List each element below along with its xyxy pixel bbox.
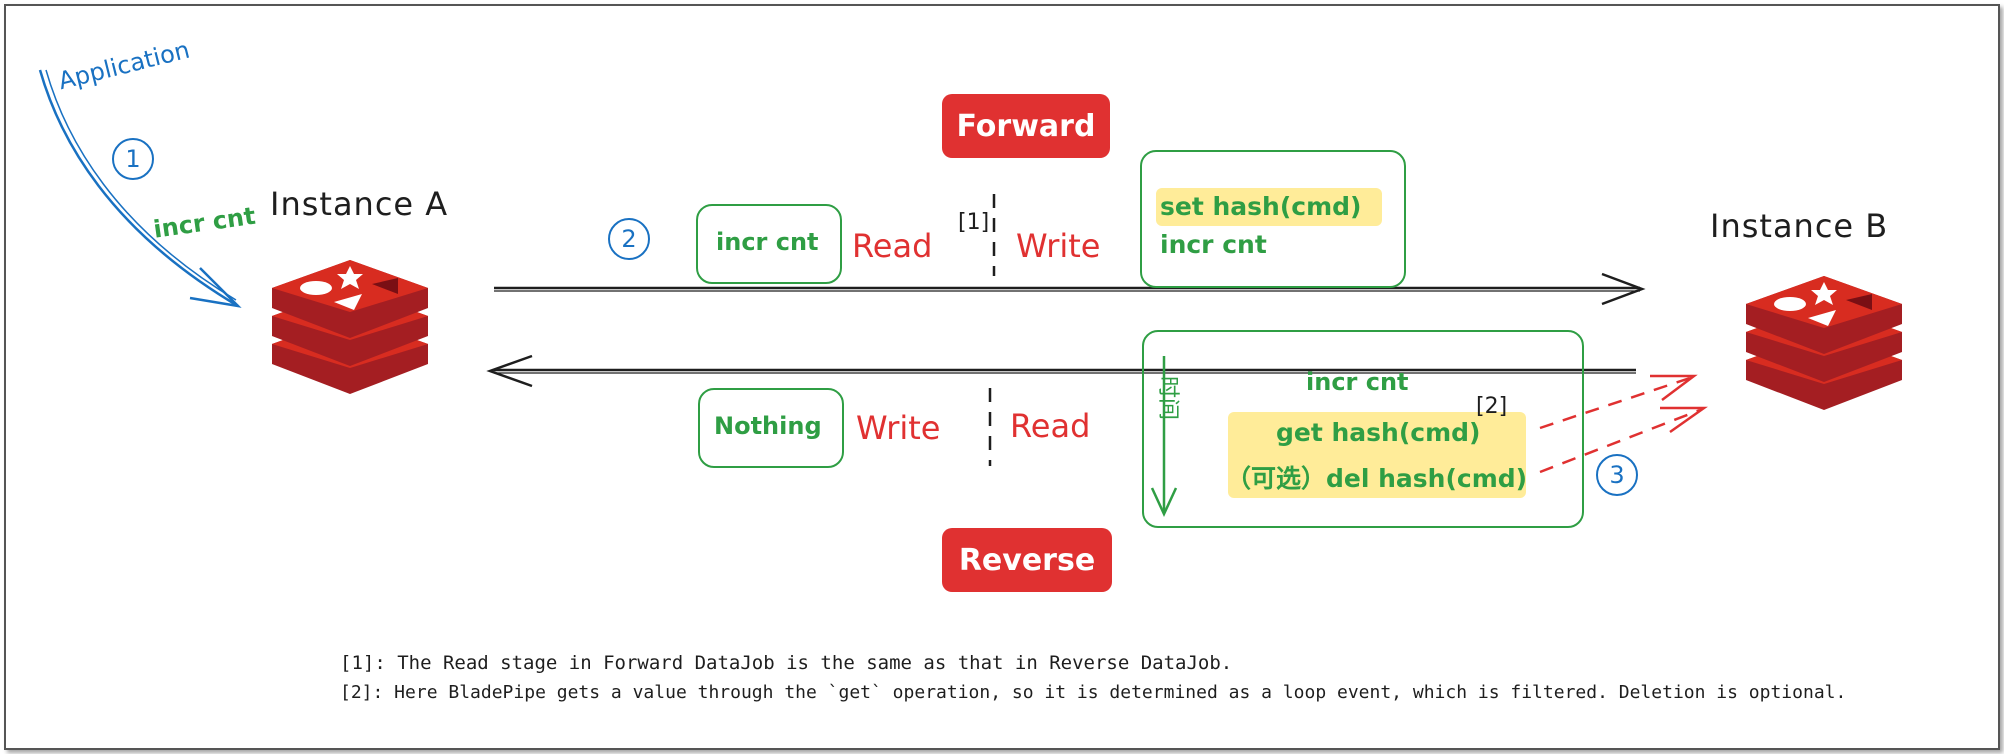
reverse-write-command: Nothing bbox=[714, 412, 822, 440]
application-arrow bbox=[38, 69, 242, 308]
reverse-read-highlight bbox=[1228, 412, 1526, 498]
forward-write-line-1: set hash(cmd) bbox=[1160, 192, 1362, 221]
forward-read-box bbox=[696, 204, 842, 284]
forward-write-label: Write bbox=[1016, 227, 1101, 265]
forward-write-highlight bbox=[1156, 188, 1382, 226]
forward-marker-1: [1] bbox=[958, 210, 990, 235]
loop-dashed-arrows bbox=[1539, 374, 1708, 474]
reverse-read-label: Read bbox=[1010, 407, 1091, 445]
instance-a-label: Instance A bbox=[270, 185, 449, 223]
forward-badge: Forward bbox=[942, 94, 1110, 158]
forward-write-line-2: incr cnt bbox=[1160, 230, 1267, 259]
reverse-read-line-3: （可选）del hash(cmd) bbox=[1226, 464, 1528, 493]
reverse-badge: Reverse bbox=[942, 528, 1112, 592]
reverse-write-box bbox=[698, 388, 844, 468]
step-2-marker: 2 bbox=[608, 218, 650, 260]
reverse-arrow bbox=[486, 354, 1636, 388]
forward-arrow bbox=[494, 272, 1646, 306]
time-arrow bbox=[1150, 356, 1178, 517]
forward-write-box bbox=[1140, 150, 1406, 288]
reverse-write-label: Write bbox=[856, 409, 941, 447]
step-1-marker: 1 bbox=[112, 138, 154, 180]
step-3-marker: 3 bbox=[1596, 454, 1638, 496]
reverse-read-line-2: get hash(cmd) bbox=[1276, 418, 1481, 447]
reverse-read-line-1: incr cnt bbox=[1306, 368, 1409, 396]
reverse-marker-2: [2] bbox=[1476, 394, 1508, 419]
footnote-1: [1]: The Read stage in Forward DataJob i… bbox=[340, 652, 1233, 674]
forward-read-command: incr cnt bbox=[716, 228, 819, 256]
instance-b-redis-icon bbox=[1746, 276, 1902, 410]
forward-read-label: Read bbox=[852, 227, 933, 265]
footnote-2: [2]: Here BladePipe gets a value through… bbox=[340, 682, 1847, 703]
instance-b-label: Instance B bbox=[1710, 207, 1889, 245]
instance-a-redis-icon bbox=[272, 260, 428, 394]
timeline-label: 时间 bbox=[1155, 376, 1180, 421]
reverse-read-box bbox=[1142, 330, 1584, 528]
